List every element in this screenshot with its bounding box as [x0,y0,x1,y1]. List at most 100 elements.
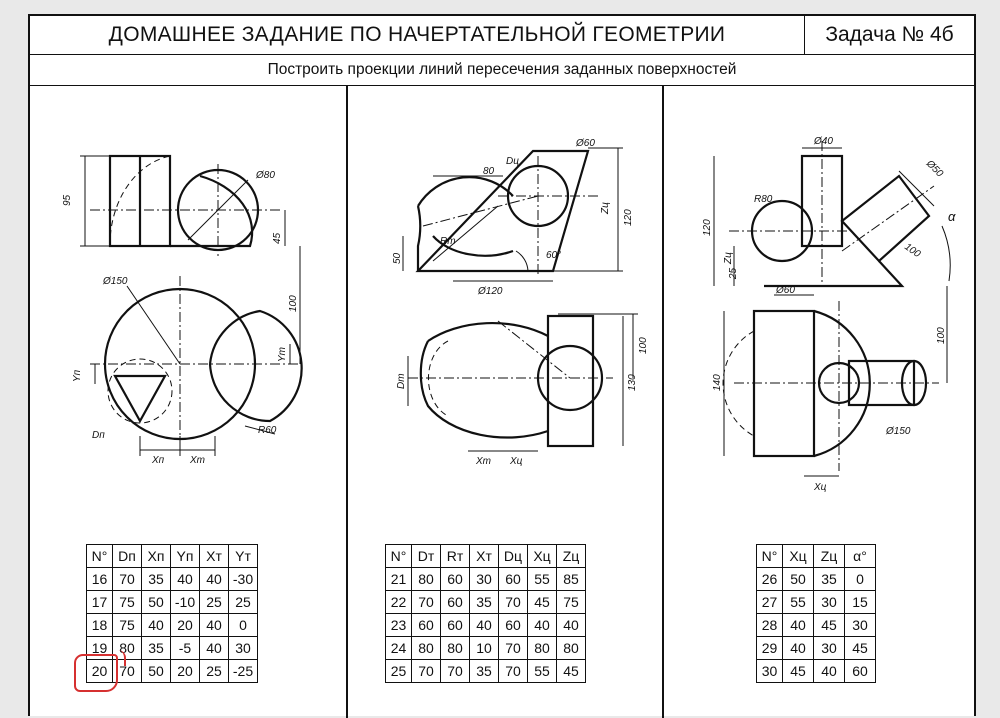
table-cell: 40 [199,567,229,591]
table-cell: 60 [498,613,528,637]
column-header: N° [756,544,783,568]
handwritten-tick-mark [114,650,126,666]
table-cell: 70 [498,659,528,683]
table-cell: 15 [844,590,876,614]
column-header: α° [844,544,876,568]
column-header: Dт [411,544,441,568]
dim-label: Ø80 [255,170,275,181]
table-cell: 45 [844,636,876,660]
table-cell: 60 [411,613,441,637]
dim-label: Ø50 [923,158,945,180]
table-cell: 60 [440,590,470,614]
table-cell: 20 [170,659,200,683]
table-cell: 24 [385,636,412,660]
handwritten-circle-mark [74,654,118,692]
dim-label: Ø60 [775,285,795,296]
table-cell: -30 [228,567,258,591]
table-cell: 50 [141,590,171,614]
dim-label: Ø150 [102,276,128,287]
table-cell: 30 [469,567,499,591]
table-cell: -5 [170,636,200,660]
table-cell: 70 [440,659,470,683]
table-cell: 75 [112,590,142,614]
symbol-label: Xт [189,455,205,466]
table-cell: 40 [556,613,586,637]
symbol-label: Dт [396,373,407,389]
dim-label: 100 [936,327,947,344]
table-cell: 23 [385,613,412,637]
column-header: Xт [199,544,229,568]
symbol-label: Dц [506,156,519,167]
dim-label: 130 [627,374,638,391]
table-cell: 75 [556,590,586,614]
table-cell: 70 [411,659,441,683]
table-cell: -10 [170,590,200,614]
table-cell: 25 [385,659,412,683]
table-cell: 40 [199,613,229,637]
column-header: Dп [112,544,142,568]
table-cell: 45 [556,659,586,683]
dim-label: Ø60 [575,138,595,149]
symbol-label: Dп [92,430,105,441]
column-divider [346,86,348,718]
table-cell: 40 [170,567,200,591]
table-header-row: N° Dп Xп Yп Xт Yт [86,544,258,568]
symbol-label: Rт [440,236,456,247]
table-cell: 85 [556,567,586,591]
table-cell: 35 [469,590,499,614]
table-cell: 80 [411,567,441,591]
dim-label: 50 [392,252,403,264]
table-cell: 60 [440,613,470,637]
dim-label: 140 [712,374,723,391]
table-cell: 17 [86,590,113,614]
dim-label: 25 [728,267,739,280]
table-cell: 25 [228,590,258,614]
table-cell: 75 [112,613,142,637]
column-header: N° [86,544,113,568]
table-cell: 80 [556,636,586,660]
table-cell: -25 [228,659,258,683]
column-header: Rт [440,544,470,568]
column-header: Xт [469,544,499,568]
symbol-label: Xц [509,456,523,467]
table-cell: 70 [112,567,142,591]
symbol-label: Yп [72,369,83,382]
column-divider [662,86,664,718]
symbol-label: Zц [600,202,611,215]
table-cell: 80 [440,636,470,660]
table-cell: 60 [844,659,876,683]
symbol-label: Xц [813,482,827,493]
dim-label: R80 [754,194,773,205]
dim-label: Ø40 [813,136,833,147]
drawing-left: 95 Ø80 45 Ø150 100 R60 Yп Yт Dп Xп Xт [62,154,303,466]
drawing-middle: 80 Ø60 120 50 60° Ø120 100 130 Dц Rт Zц … [392,138,649,467]
dim-label: 100 [288,295,299,312]
table-cell: 50 [141,659,171,683]
table-cell: 35 [813,567,845,591]
dim-label: 45 [272,232,283,244]
table-cell: 40 [199,636,229,660]
table-cell: 40 [782,636,814,660]
homework-sheet: ДОМАШНЕЕ ЗАДАНИЕ ПО НАЧЕРТАТЕЛЬНОЙ ГЕОМЕ… [28,14,976,718]
table-cell: 29 [756,636,783,660]
dim-label: 100 [902,241,922,260]
dim-label: 120 [623,209,634,226]
table-cell: 45 [782,659,814,683]
title-row: ДОМАШНЕЕ ЗАДАНИЕ ПО НАЧЕРТАТЕЛЬНОЙ ГЕОМЕ… [30,16,974,55]
table-cell: 60 [440,567,470,591]
column-header: N° [385,544,412,568]
drawing-right: Ø40 Ø50 R80 120 25 100 Ø60 140 100 Ø150 … [702,136,956,493]
